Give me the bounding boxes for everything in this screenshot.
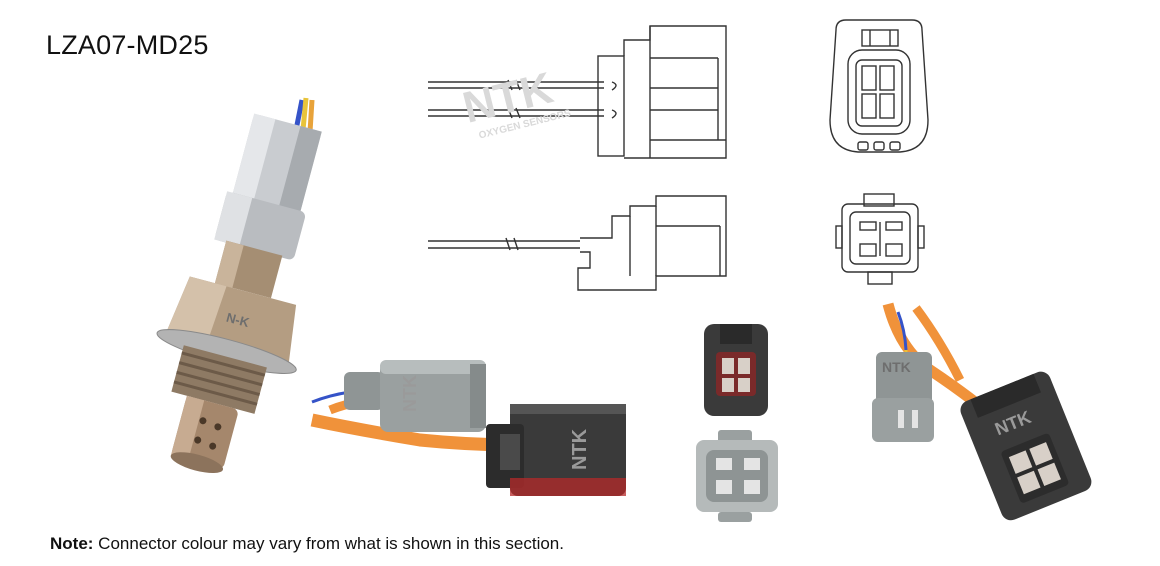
harness-line-drawing-4-pin bbox=[428, 25, 727, 159]
ntk-watermark: NTK OXYGEN SENSORS bbox=[458, 63, 572, 141]
note-text: Connector colour may vary from what is s… bbox=[93, 534, 564, 553]
dark-plug-brand: NTK bbox=[569, 428, 591, 470]
sensor-marking: N-K bbox=[225, 310, 252, 331]
connector-end-photos bbox=[696, 324, 778, 522]
grey-plug-brand: NTK bbox=[400, 375, 420, 412]
connector-pair-photo-right: NTK NTK bbox=[872, 302, 1092, 521]
connector-pair-photo: NTK NTK bbox=[310, 360, 626, 496]
right-grey-plug-brand: NTK bbox=[882, 359, 911, 375]
note-label: Note: bbox=[50, 534, 94, 553]
part-number-title: LZA07-MD25 bbox=[46, 30, 209, 60]
harness-line-drawing-2 bbox=[428, 195, 727, 291]
connector-front-view-female bbox=[829, 19, 929, 153]
connector-colour-note: Note: Connector colour may vary from wha… bbox=[50, 534, 564, 554]
oxygen-sensor-image: N-K bbox=[156, 97, 322, 474]
connector-front-view-male bbox=[835, 193, 925, 285]
